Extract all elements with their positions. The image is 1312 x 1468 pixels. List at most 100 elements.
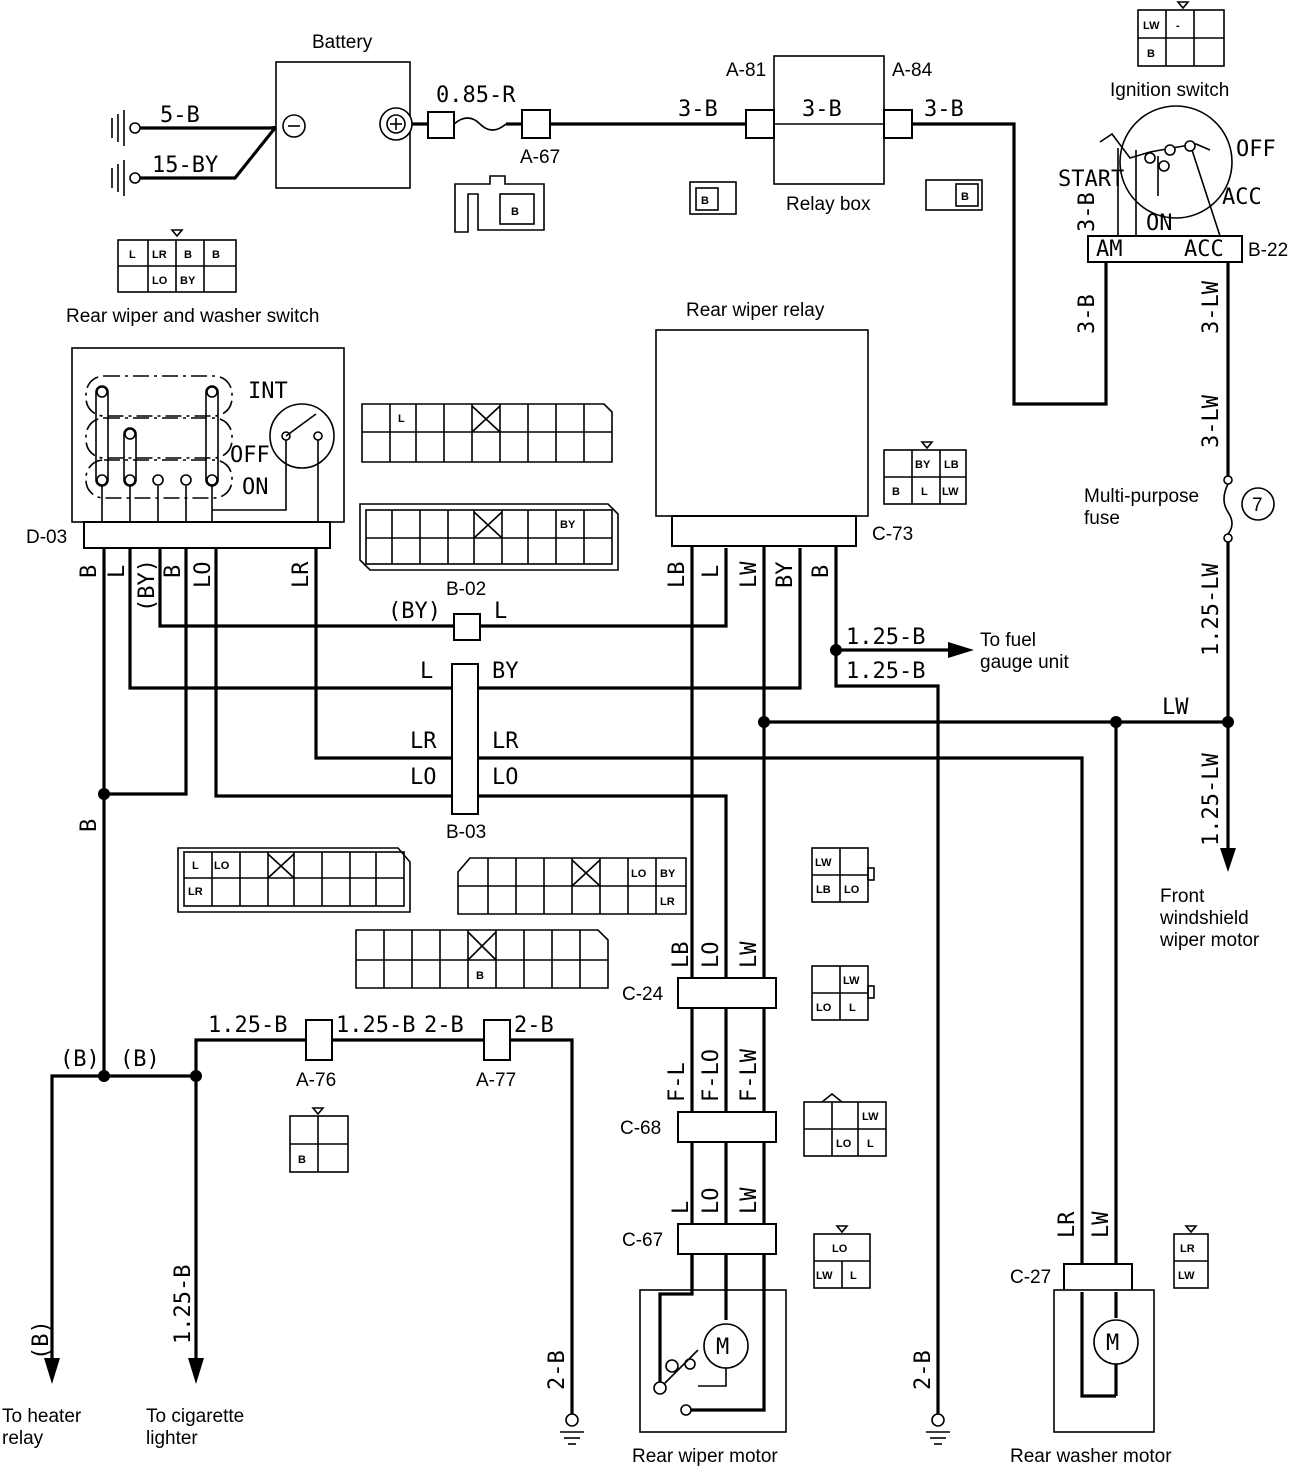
c73-wire-l: L [699, 565, 724, 578]
b03-wire-lo-right: LO [492, 765, 519, 790]
connector-c27-label: C-27 [1010, 1267, 1051, 1288]
b02-wire-l: L [494, 599, 507, 624]
wire-085r-label: 0.85-R [436, 83, 516, 108]
svg-text:L: L [867, 1138, 874, 1150]
switch-contacts [95, 385, 335, 522]
d03-wire-l: L [105, 565, 130, 578]
svg-text:B: B [184, 249, 192, 261]
connector-a67-label: A-67 [520, 147, 560, 168]
svg-text:B: B [892, 486, 900, 498]
connector-a81 [745, 109, 775, 139]
ground-symbol-a77 [560, 1413, 584, 1445]
c68-wire-flo: F-LO [699, 1049, 724, 1102]
ground-2b-label-1: 2-B [545, 1350, 570, 1390]
wire-3lw-label-2: 3-LW [1199, 394, 1224, 448]
svg-text:LR: LR [1180, 1243, 1195, 1255]
b03-wire-lo-left: LO [410, 765, 437, 790]
connector-face-4: LO BY LR [457, 857, 687, 915]
wire-125lw-label-1: 1.25-LW [1199, 563, 1224, 656]
connector-c73 [671, 515, 857, 547]
connector-b02 [453, 613, 481, 641]
connector-c73-label: C-73 [872, 524, 913, 545]
connector-a76-label: A-76 [296, 1070, 336, 1091]
connector-d03 [83, 521, 331, 549]
connector-b22-label: B-22 [1248, 240, 1288, 261]
cig-lighter-label-1: To cigarette [146, 1406, 244, 1427]
c24-wire-lo: LO [699, 942, 724, 969]
ignition-switch-label: Ignition switch [1110, 80, 1229, 101]
front-wiper-label-2: windshield [1159, 908, 1249, 929]
connector-a76-face: B [289, 1107, 349, 1173]
ignition-am-label: AM [1096, 237, 1123, 262]
d03-wire-lr: LR [289, 561, 314, 588]
fuel-gauge-label-1: To fuel [980, 630, 1036, 651]
front-wiper-label-3: wiper motor [1159, 930, 1260, 951]
svg-text:LB: LB [816, 884, 831, 896]
heater-wire-label: (B) [29, 1320, 54, 1360]
connector-c68-label: C-68 [620, 1118, 661, 1139]
connector-b03 [451, 663, 479, 815]
ground-wire-125b-label: 1.25-B [846, 659, 925, 684]
svg-text:LO: LO [832, 1243, 848, 1255]
c68-wire-fl: F-L [665, 1062, 690, 1102]
connector-c67 [677, 1223, 777, 1255]
svg-text:B: B [298, 1154, 306, 1166]
wire-3b-label-4: 3-B [1075, 294, 1100, 334]
svg-text:LO: LO [631, 868, 647, 880]
d03-wire-by: (BY) [135, 559, 160, 612]
svg-text:B: B [961, 191, 969, 203]
connector-a84-face: B [925, 179, 983, 211]
svg-text:L: L [398, 413, 405, 425]
svg-text:LO: LO [844, 884, 860, 896]
svg-text:L: L [129, 249, 136, 261]
switch-off-position [85, 417, 233, 459]
connector-c67-label: C-67 [622, 1230, 663, 1251]
ground-symbol-relay [926, 1413, 950, 1445]
rear-wiper-washer-switch [71, 347, 345, 523]
ground-symbols-top [111, 110, 141, 196]
connector-c24-face-2: LW LO L [811, 965, 875, 1021]
svg-text:BY: BY [915, 459, 931, 471]
wire-3lw-label-1: 3-LW [1199, 280, 1224, 334]
ignition-start-label: START [1058, 167, 1124, 192]
connector-c68-face: LW LO L [803, 1092, 887, 1157]
connector-c27-face: LR LW [1173, 1225, 1209, 1289]
connector-c27 [1063, 1263, 1133, 1293]
svg-text:LW: LW [942, 486, 959, 498]
fusible-link-connector [427, 111, 455, 139]
connector-a81-label: A-81 [726, 60, 766, 81]
rear-wiper-relay-label: Rear wiper relay [686, 300, 825, 321]
wire-b-paren-label-2: (B) [120, 1047, 160, 1072]
rear-wiper-motor [639, 1289, 787, 1433]
rear-washer-motor [1053, 1289, 1155, 1433]
b02-wire-by: (BY) [388, 599, 441, 624]
c24-wire-lw: LW [737, 941, 762, 968]
c27-wire-lr: LR [1055, 1211, 1080, 1238]
svg-text:LR: LR [660, 896, 675, 908]
svg-text:LW: LW [815, 857, 832, 869]
svg-text:LR: LR [152, 249, 167, 261]
b03-wire-by: BY [492, 659, 519, 684]
c73-wire-lw: LW [737, 561, 762, 588]
svg-text:B: B [1147, 48, 1155, 60]
lw-bus-label: LW [1162, 695, 1189, 720]
fusible-link [453, 117, 507, 131]
svg-text:L: L [921, 486, 928, 498]
c24-wire-lb: LB [669, 942, 694, 969]
svg-text:LW: LW [1143, 20, 1160, 32]
c67-wire-l: L [669, 1201, 694, 1214]
connector-c24-label: C-24 [622, 984, 664, 1005]
heater-relay-label-2: relay [2, 1428, 44, 1449]
multi-purpose-fuse-symbol [1223, 483, 1233, 535]
connector-face-2: BY [359, 503, 619, 571]
connector-c67-face: LO LW L [813, 1225, 871, 1289]
svg-text:LO: LO [816, 1002, 832, 1014]
cig-lighter-label-2: lighter [146, 1428, 198, 1449]
relay-connector-face: BY LB B L LW [883, 441, 967, 505]
svg-text:-: - [1176, 20, 1180, 32]
washer-motor-m: M [1106, 1331, 1119, 1356]
relay-box-label: Relay box [786, 194, 871, 215]
wire-125b-label-1: 1.25-B [208, 1013, 287, 1038]
connector-b02-label: B-02 [446, 579, 486, 600]
